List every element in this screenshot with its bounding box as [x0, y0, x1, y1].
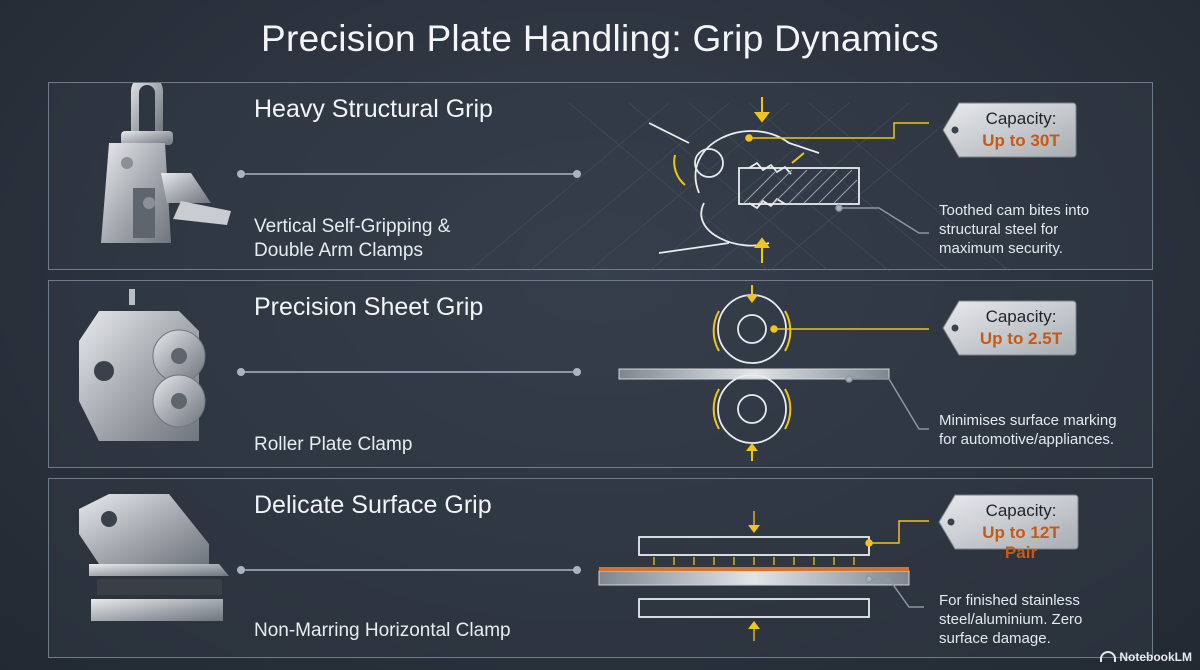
page-title: Precision Plate Handling: Grip Dynamics [261, 18, 939, 59]
capacity-label: Capacity: [985, 501, 1057, 520]
description-line: For finished stainless [939, 592, 1080, 609]
subtitle-line: Vertical Self-Gripping & [254, 216, 451, 237]
capacity-value: Up to 12T Pair [982, 523, 1060, 562]
panel-header: Delicate Surface Grip [254, 491, 492, 519]
roller-diagram [618, 285, 929, 461]
connector-line [237, 170, 581, 178]
panel-description: Toothed cam bites into structural steel … [939, 201, 1089, 258]
notebook-icon [1100, 651, 1117, 662]
panel-subtitle: Non-Marring Horizontal Clamp [254, 619, 511, 643]
capacity-tag: Capacity: Up to 2.5T [941, 299, 1077, 357]
description-line: structural steel for [939, 221, 1059, 238]
capacity-label: Capacity: [985, 307, 1057, 326]
capacity-label: Capacity: [985, 109, 1057, 128]
tag-shape [942, 102, 1077, 158]
panel-subtitle: Vertical Self-Gripping & Double Arm Clam… [254, 215, 450, 263]
capacity-tag: Capacity: Up to 30T [941, 101, 1077, 159]
subtitle-line: Double Arm Clamps [254, 240, 423, 261]
description-line: maximum security. [939, 240, 1063, 257]
tag-shape [938, 494, 1079, 550]
toothed-cam-diagram [648, 97, 929, 263]
watermark: NotebookLM [1100, 650, 1192, 664]
watermark-text: NotebookLM [1119, 650, 1192, 664]
panel-precision-sheet-grip: Precision Sheet Grip Roller Plate Clamp [48, 280, 1153, 468]
description-line: surface damage. [939, 630, 1051, 647]
panel-description: Minimises surface marking for automotive… [939, 411, 1117, 449]
description-line: Minimises surface marking [939, 412, 1117, 429]
description-line: for automotive/appliances. [939, 431, 1115, 448]
description-line: steel/aluminium. Zero [939, 611, 1083, 628]
roller-clamp-image [79, 289, 206, 441]
panel-description: For finished stainless steel/aluminium. … [939, 591, 1082, 648]
panel-subtitle: Roller Plate Clamp [254, 433, 412, 457]
subtitle-line: Roller Plate Clamp [254, 434, 413, 455]
capacity-value: Up to 2.5T [979, 329, 1063, 348]
connector-line [237, 368, 581, 376]
panel-header: Precision Sheet Grip [254, 293, 484, 321]
subtitle-line: Non-Marring Horizontal Clamp [254, 620, 511, 641]
connector-line [237, 566, 581, 574]
capacity-value: Up to 30T [982, 131, 1060, 150]
panel-delicate-surface-grip: Delicate Surface Grip Non-Marring Horizo… [48, 478, 1153, 658]
horizontal-clamp-image [79, 494, 229, 621]
tag-shape [942, 300, 1077, 356]
capacity-tag: Capacity: Up to 12T Pair [937, 493, 1079, 562]
vertical-clamp-image [101, 83, 231, 243]
panel-heavy-structural-grip: Heavy Structural Grip Vertical Self-Grip… [48, 82, 1153, 271]
description-line: Toothed cam bites into [939, 202, 1090, 219]
panel-header: Heavy Structural Grip [254, 95, 493, 123]
non-marring-pad-diagram [598, 511, 929, 641]
grid-background [468, 102, 1010, 271]
